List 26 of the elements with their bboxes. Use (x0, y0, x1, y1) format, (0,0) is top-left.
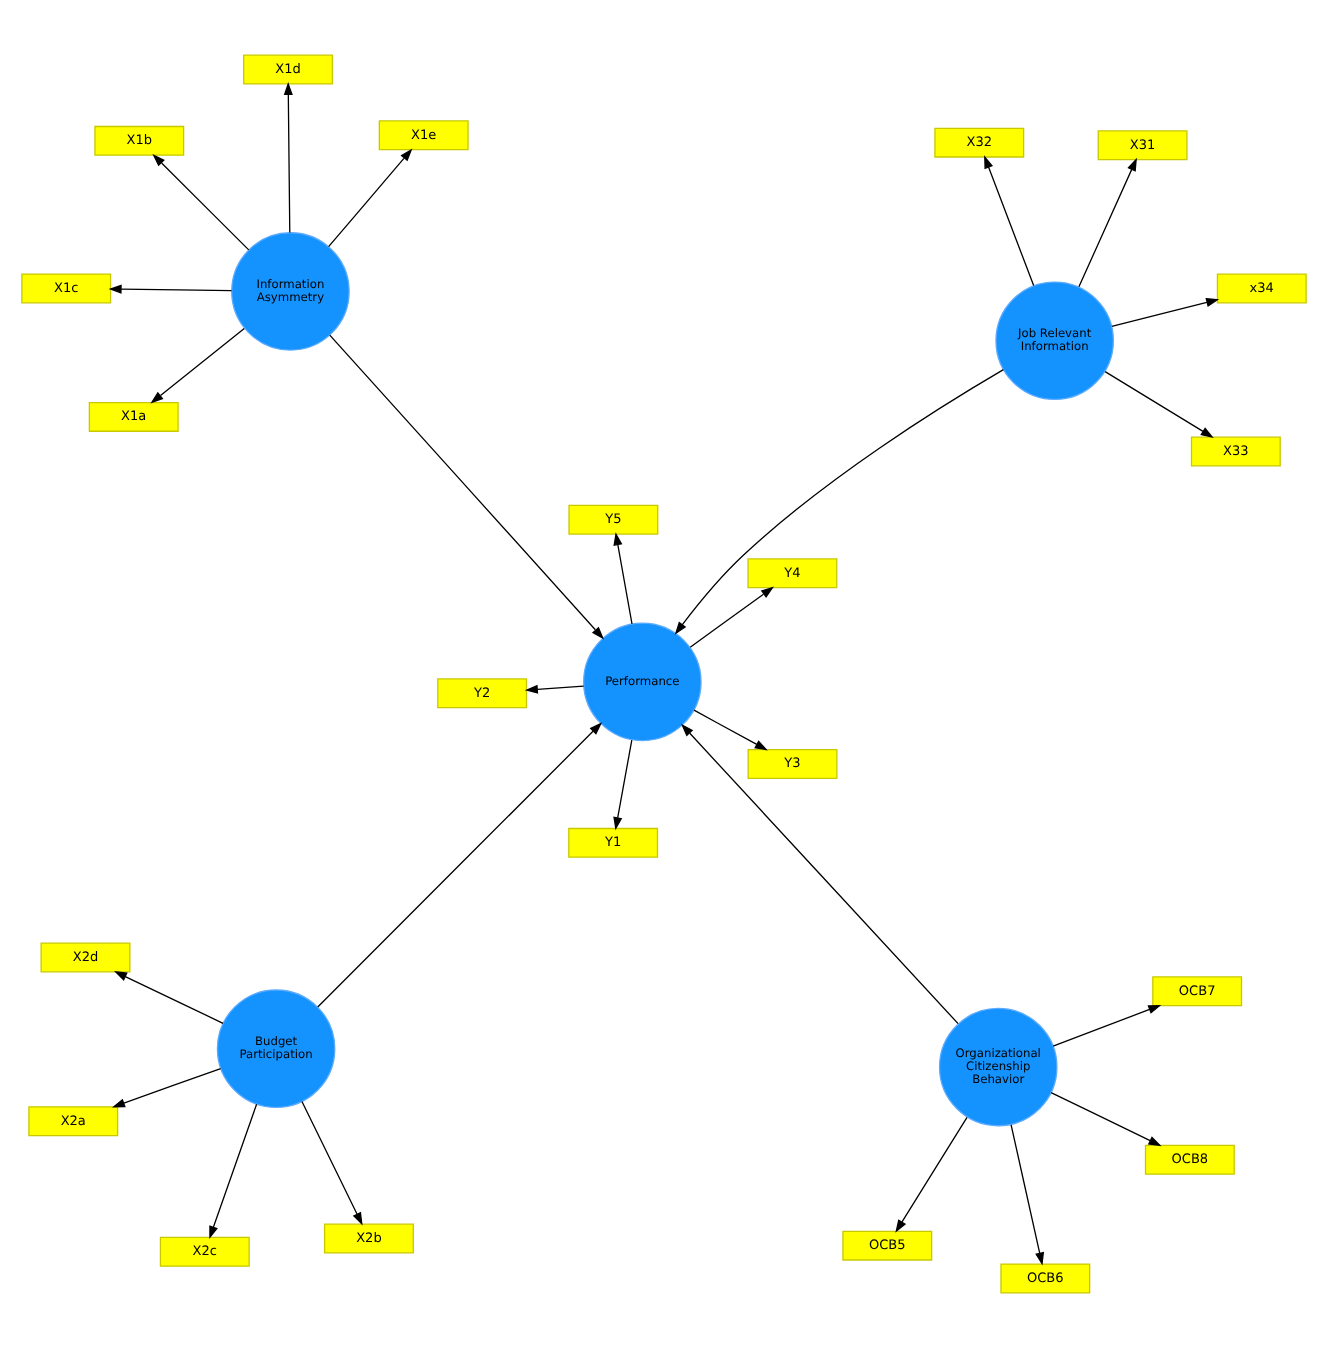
arrow (1078, 157, 1137, 288)
arrow (693, 709, 768, 751)
arrow (613, 532, 633, 625)
arrow (1104, 370, 1214, 439)
arrow (150, 327, 245, 404)
arrow (301, 1100, 363, 1226)
arrow (317, 722, 603, 1008)
arrow (613, 739, 633, 831)
arrow (1052, 1004, 1162, 1047)
arrow (1050, 1092, 1162, 1147)
arrow (984, 155, 1035, 287)
arrow (524, 684, 585, 694)
arrow (152, 153, 250, 251)
arrow (327, 148, 413, 248)
arrow (895, 1116, 968, 1233)
arrow (329, 334, 605, 640)
arrow (283, 81, 293, 234)
arrow (689, 586, 774, 648)
arrow (114, 971, 224, 1024)
arrow (681, 723, 959, 1025)
arrow (1111, 298, 1220, 327)
arrow (108, 284, 233, 294)
arrow (209, 1103, 258, 1240)
arrow (674, 368, 1005, 635)
arrow (111, 1067, 222, 1108)
arrow (1010, 1124, 1045, 1266)
